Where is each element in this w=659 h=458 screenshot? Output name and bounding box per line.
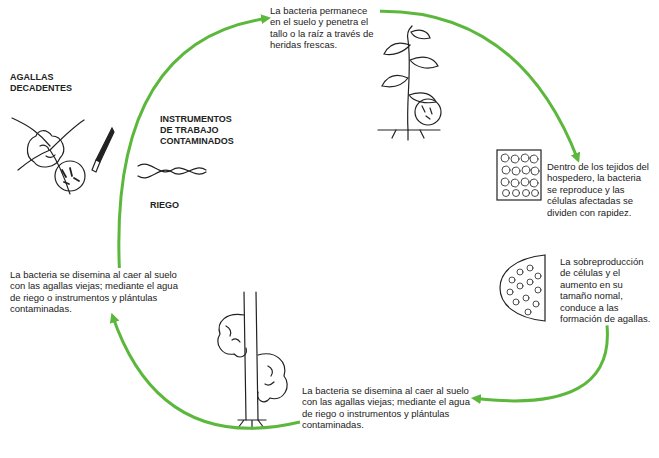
stage-description: La bacteria permanece en el suelo y pene… (270, 5, 378, 51)
stage-text-block: La bacteria permanece en el suelo y pene… (268, 4, 380, 52)
stage-description: Dentro de los tejidos del hospedero, la … (547, 161, 653, 218)
stage-text-block: La bacteria se disemina al caer al suelo… (300, 384, 474, 432)
part-label: AGALLAS DECADENTES (10, 72, 76, 94)
cycle-arrow (380, 11, 578, 160)
stage-text-block: La bacteria se disemina al caer al suelo… (8, 268, 182, 316)
part-label: RIEGO (150, 200, 200, 211)
cycle-arrow (474, 325, 607, 401)
stage-description: La sobreproducción de células y el aumen… (560, 256, 654, 324)
stage-text-block: La sobreproducción de células y el aumen… (558, 255, 656, 325)
cycle-arrow (119, 18, 268, 268)
stage-description: La bacteria se disemina al caer al suelo… (10, 269, 180, 315)
cycle-arrow (112, 316, 300, 429)
part-label: INSTRUMENTOS DE TRABAJO CONTAMINADOS (160, 114, 242, 146)
stage-description: La bacteria se disemina al caer al suelo… (302, 385, 472, 431)
stage-text-block: Dentro de los tejidos del hospedero, la … (545, 160, 655, 219)
